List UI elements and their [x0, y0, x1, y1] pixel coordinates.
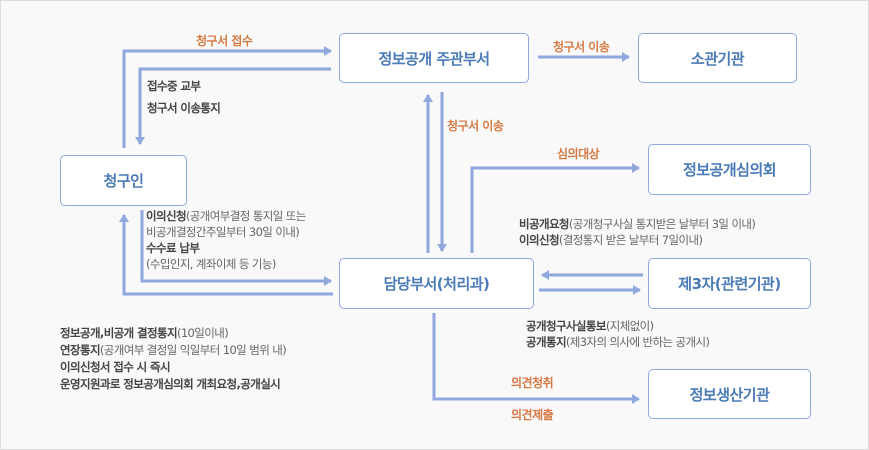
note-decision: 정보공개,비공개 결정통지(10일이내) 연장통지(공개여부 결정일 익일부터 …	[60, 325, 287, 393]
label-receive: 청구서 접수	[196, 34, 253, 48]
label-transfer-top: 청구서 이송	[553, 40, 610, 54]
note-objection-line4: (수입인지, 계좌이체 등 기능)	[146, 257, 276, 271]
box-requester: 청구인	[60, 155, 187, 206]
box-info-producer-label: 정보생산기관	[689, 385, 770, 404]
note-tpn-normal1: (지체없이)	[605, 319, 654, 333]
note-receipt-line2: 청구서 이송통지	[147, 101, 221, 115]
arrow-objection	[140, 210, 332, 286]
box-review-committee-label: 정보공개심의회	[682, 161, 777, 179]
note-tpr-bold2: 이의신청	[519, 233, 560, 247]
arrow-opinion	[432, 313, 640, 404]
box-sogwan-label: 소관기관	[690, 49, 745, 68]
label-opinion-submit: 의견제출	[511, 408, 554, 422]
box-review-committee: 정보공개심의회	[648, 144, 811, 195]
arrow-receive	[122, 46, 332, 148]
note-tpn-bold2: 공개통지	[526, 335, 567, 349]
note-objection-normal1: (공개여부결정 통지일 또는	[185, 209, 306, 223]
note-decision-line3: 이의신청서 접수 시 즉시	[60, 360, 171, 374]
note-third-party-notice: 공개청구사실통보(지체없이) 공개통지(제3자의 의사에 반하는 공개시)	[526, 318, 710, 350]
note-objection-bold1: 이의신청	[146, 209, 187, 223]
note-decision-bold2: 연장통지	[60, 343, 101, 357]
box-handling-department-label: 담당부서(처리과)	[383, 275, 490, 293]
box-sogwan-agency: 소관기관	[638, 33, 797, 83]
box-jugwan-label: 정보공개 주관부서	[378, 49, 490, 68]
note-objection-bold3: 수수료 납부	[146, 241, 200, 255]
box-third-party: 제3자(관련기관)	[648, 258, 811, 309]
note-decision-bold1: 정보공개,비공개 결정통지	[60, 326, 178, 340]
note-third-party-request: 비공개요청(공개청구사실 통지받은 날부터 3일 이내) 이의신청(결정통지 받…	[519, 216, 756, 248]
note-tpr-normal1: (공개청구사실 통지받은 날부터 3일 이내)	[568, 217, 756, 231]
box-jugwan-department: 정보공개 주관부서	[339, 33, 529, 83]
box-info-producer: 정보생산기관	[648, 369, 811, 419]
note-tpr-bold1: 비공개요청	[519, 217, 570, 231]
note-receipt-line1: 접수중 교부	[147, 79, 201, 93]
note-decision-normal1: (10일이내)	[176, 326, 229, 340]
arrow-review-target	[470, 163, 640, 253]
note-decision-normal2: (공개여부 결정일 익일부터 10일 범위 내)	[99, 343, 287, 357]
arrow-receipt-notice	[135, 67, 331, 145]
note-receipt: 접수중 교부 청구서 이송통지	[147, 75, 221, 119]
note-tpr-normal2: (결정통지 받은 날부터 7일이내)	[558, 233, 703, 247]
note-decision-line4: 운영지원과로 정보공개심의회 개최요청,공개실시	[60, 377, 281, 391]
label-review-target: 심의대상	[557, 147, 600, 161]
box-handling-department: 담당부서(처리과)	[339, 258, 534, 309]
note-tpn-bold1: 공개청구사실통보	[526, 319, 606, 333]
note-objection-line2: 비공개결정간주일부터 30일 이내)	[146, 225, 300, 239]
label-opinion-hear: 의견청취	[511, 376, 554, 390]
note-objection: 이의신청(공개여부결정 통지일 또는 비공개결정간주일부터 30일 이내) 수수…	[146, 208, 306, 272]
label-transfer-mid: 청구서 이송	[447, 119, 504, 133]
note-tpn-normal2: (제3자의 의사에 반하는 공개시)	[565, 335, 710, 349]
arrow-decision	[119, 214, 333, 296]
box-third-party-label: 제3자(관련기관)	[678, 275, 781, 293]
box-requester-label: 청구인	[103, 172, 144, 190]
